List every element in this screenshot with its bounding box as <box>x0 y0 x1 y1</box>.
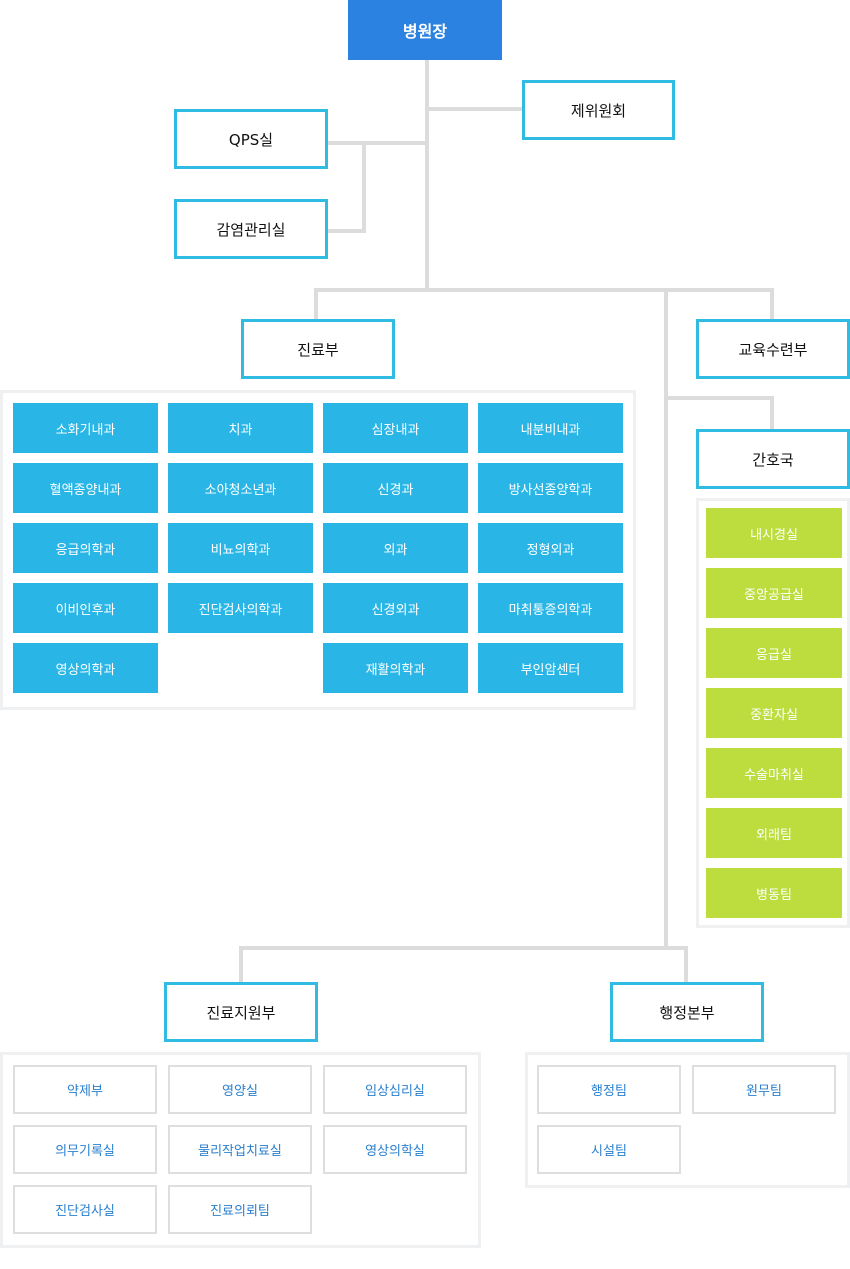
connector <box>664 288 668 950</box>
connector <box>770 396 774 430</box>
department-cell[interactable]: 이비인후과 <box>13 583 158 633</box>
connector <box>327 141 364 145</box>
connector <box>239 946 688 950</box>
connector <box>770 288 774 320</box>
education-box: 교육수련부 <box>696 319 850 379</box>
committee-box: 제위원회 <box>522 80 675 140</box>
connector <box>239 946 243 983</box>
support-unit-cell[interactable]: 임상심리실 <box>323 1065 467 1114</box>
connector <box>314 288 318 320</box>
medical-box: 진료부 <box>241 319 395 379</box>
support-unit-cell[interactable]: 의무기록실 <box>13 1125 157 1174</box>
department-cell[interactable]: 외과 <box>323 523 468 573</box>
connector <box>314 288 774 292</box>
nursing-unit-cell[interactable]: 중앙공급실 <box>706 568 842 618</box>
nursing-unit-cell[interactable]: 외래팀 <box>706 808 842 858</box>
director-box: 병원장 <box>348 0 502 60</box>
admin-unit-cell[interactable]: 시설팀 <box>537 1125 681 1174</box>
department-cell[interactable]: 영상의학과 <box>13 643 158 693</box>
support-unit-cell[interactable]: 영양실 <box>168 1065 312 1114</box>
department-cell[interactable]: 정형외과 <box>478 523 623 573</box>
support-unit-cell[interactable]: 영상의학실 <box>323 1125 467 1174</box>
department-cell[interactable]: 부인암센터 <box>478 643 623 693</box>
department-cell[interactable]: 내분비내과 <box>478 403 623 453</box>
department-cell[interactable]: 신경과 <box>323 463 468 513</box>
nursing-box: 간호국 <box>696 429 850 489</box>
department-cell[interactable]: 마취통증의학과 <box>478 583 623 633</box>
connector <box>664 396 774 400</box>
support-unit-cell[interactable]: 약제부 <box>13 1065 157 1114</box>
support-unit-cell[interactable]: 진료의뢰팀 <box>168 1185 312 1234</box>
department-cell[interactable]: 신경외과 <box>323 583 468 633</box>
support-unit-cell[interactable]: 진단검사실 <box>13 1185 157 1234</box>
connector <box>425 60 429 290</box>
department-cell[interactable]: 재활의학과 <box>323 643 468 693</box>
department-cell[interactable]: 심장내과 <box>323 403 468 453</box>
connector <box>362 141 366 233</box>
department-cell[interactable]: 혈액종양내과 <box>13 463 158 513</box>
connector <box>327 229 364 233</box>
nursing-unit-cell[interactable]: 중환자실 <box>706 688 842 738</box>
department-cell[interactable]: 응급의학과 <box>13 523 158 573</box>
infection-box: 감염관리실 <box>174 199 328 259</box>
department-cell[interactable]: 소화기내과 <box>13 403 158 453</box>
department-cell[interactable]: 진단검사의학과 <box>168 583 313 633</box>
connector <box>684 946 688 983</box>
nursing-unit-cell[interactable]: 병동팀 <box>706 868 842 918</box>
nursing-unit-cell[interactable]: 내시경실 <box>706 508 842 558</box>
connector <box>427 107 523 111</box>
connector <box>362 141 427 145</box>
admin-unit-cell[interactable]: 원무팀 <box>692 1065 836 1114</box>
support-box: 진료지원부 <box>164 982 318 1042</box>
support-unit-cell[interactable]: 물리작업치료실 <box>168 1125 312 1174</box>
admin-unit-cell[interactable]: 행정팀 <box>537 1065 681 1114</box>
department-cell[interactable]: 치과 <box>168 403 313 453</box>
department-cell[interactable]: 소아청소년과 <box>168 463 313 513</box>
admin-box: 행정본부 <box>610 982 764 1042</box>
department-cell[interactable]: 비뇨의학과 <box>168 523 313 573</box>
nursing-unit-cell[interactable]: 응급실 <box>706 628 842 678</box>
qps-box: QPS실 <box>174 109 328 169</box>
department-cell[interactable]: 방사선종양학과 <box>478 463 623 513</box>
nursing-unit-cell[interactable]: 수술마취실 <box>706 748 842 798</box>
